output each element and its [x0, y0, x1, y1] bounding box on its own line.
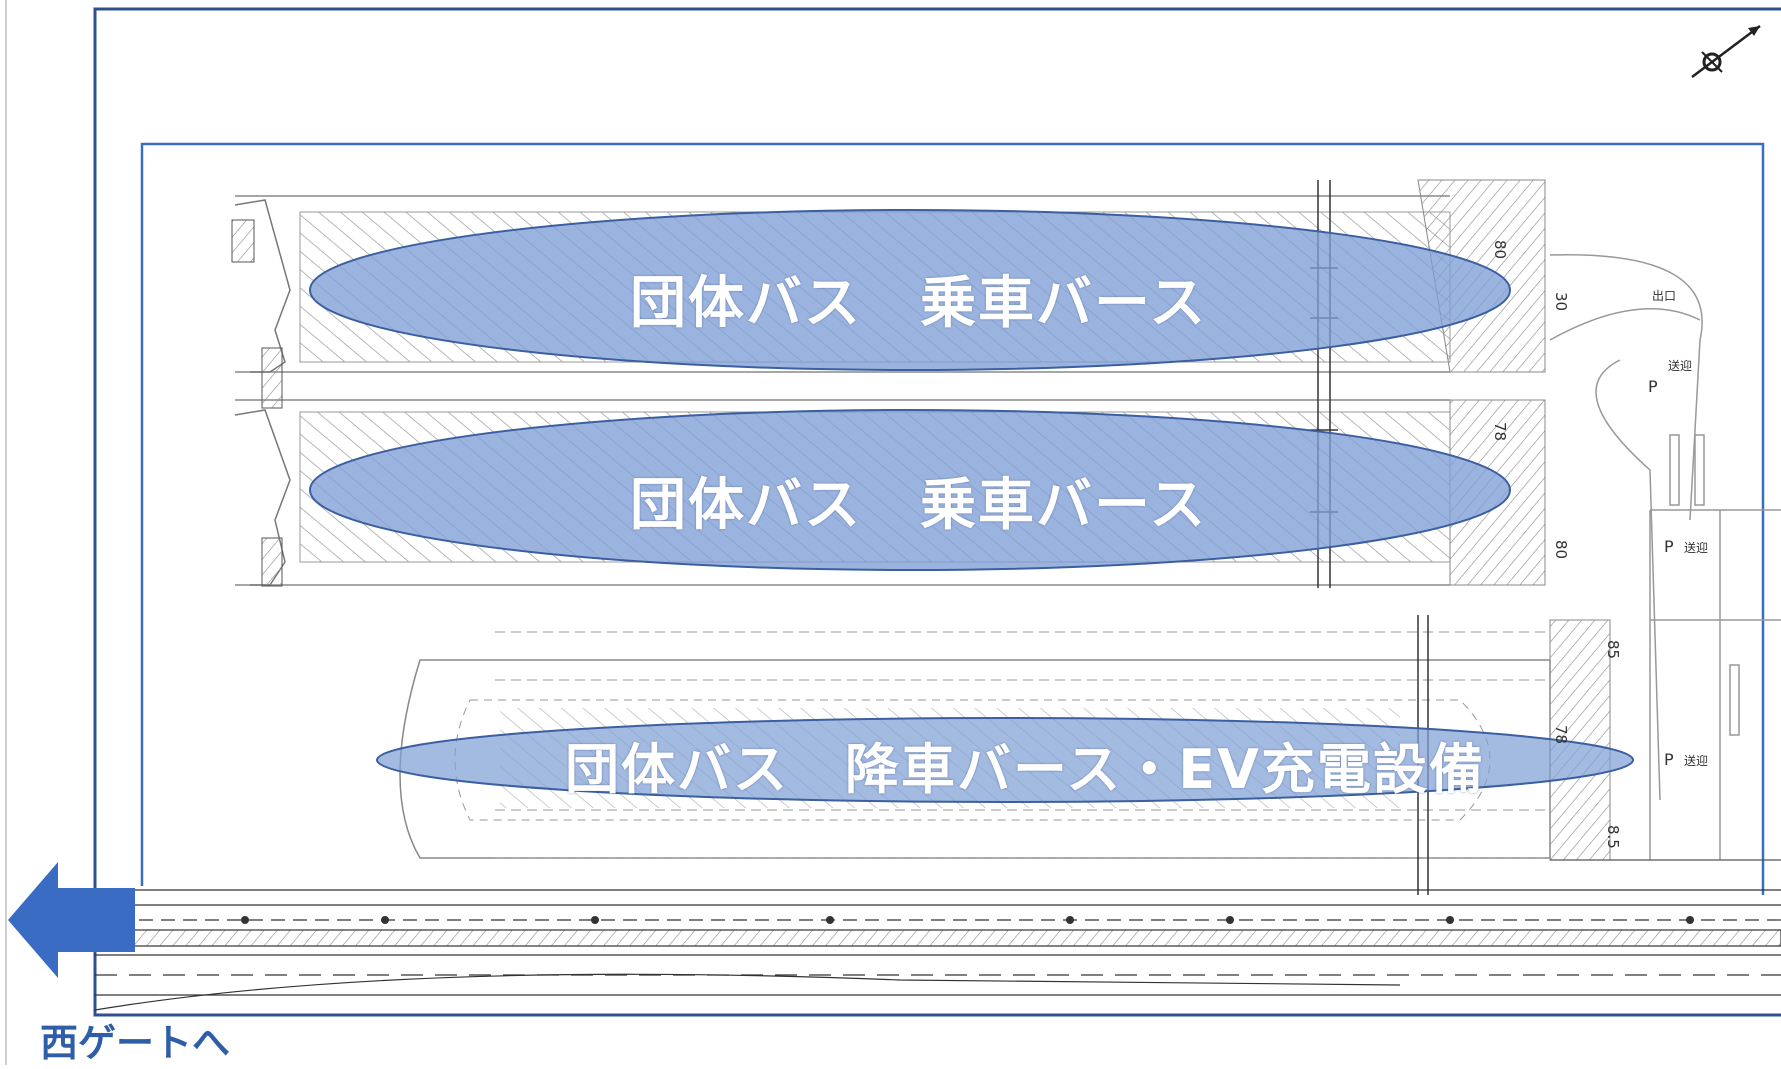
count-label: 80 — [1491, 240, 1509, 259]
boarding-zone-2 — [309, 409, 1511, 571]
parking-mark: P — [1664, 537, 1674, 556]
boarding-zone-1 — [309, 209, 1511, 371]
dropoff-mark: 送迎 — [1668, 358, 1692, 373]
west-gate-label: 西ゲートへ — [40, 1021, 231, 1065]
site-boundary — [140, 142, 1765, 895]
road-markers — [241, 916, 1694, 924]
boarding-zone-1-label: 団体バス 乗車バース — [630, 271, 1208, 336]
dropoff-zone-label: 団体バス 降車バース・EV充電設備 — [565, 738, 1485, 801]
boarding-zone-2-label: 団体バス 乗車バース — [630, 473, 1208, 538]
outer-frame — [93, 7, 1781, 1017]
bottom-road — [94, 859, 1781, 1011]
dropoff-mark: 送迎 — [1684, 540, 1708, 555]
parking-mark: P — [1648, 377, 1658, 396]
count-label: 30 — [1552, 292, 1570, 311]
west-gate-arrow-icon — [8, 862, 135, 978]
count-label: 78 — [1491, 422, 1509, 441]
circulation-road — [1549, 253, 1781, 860]
dropoff-mark: 送迎 — [1684, 753, 1708, 768]
exit-mark: 出口 — [1652, 289, 1676, 303]
count-label: 85 — [1604, 640, 1622, 659]
parking-mark: P — [1664, 750, 1674, 769]
count-label: 78 — [1552, 725, 1570, 744]
north-arrow-icon — [1691, 25, 1761, 78]
ramp-mark — [231, 219, 255, 263]
count-label: 80 — [1552, 540, 1570, 559]
dropoff-zone — [376, 717, 1634, 803]
count-label: 8.5 — [1604, 825, 1622, 849]
